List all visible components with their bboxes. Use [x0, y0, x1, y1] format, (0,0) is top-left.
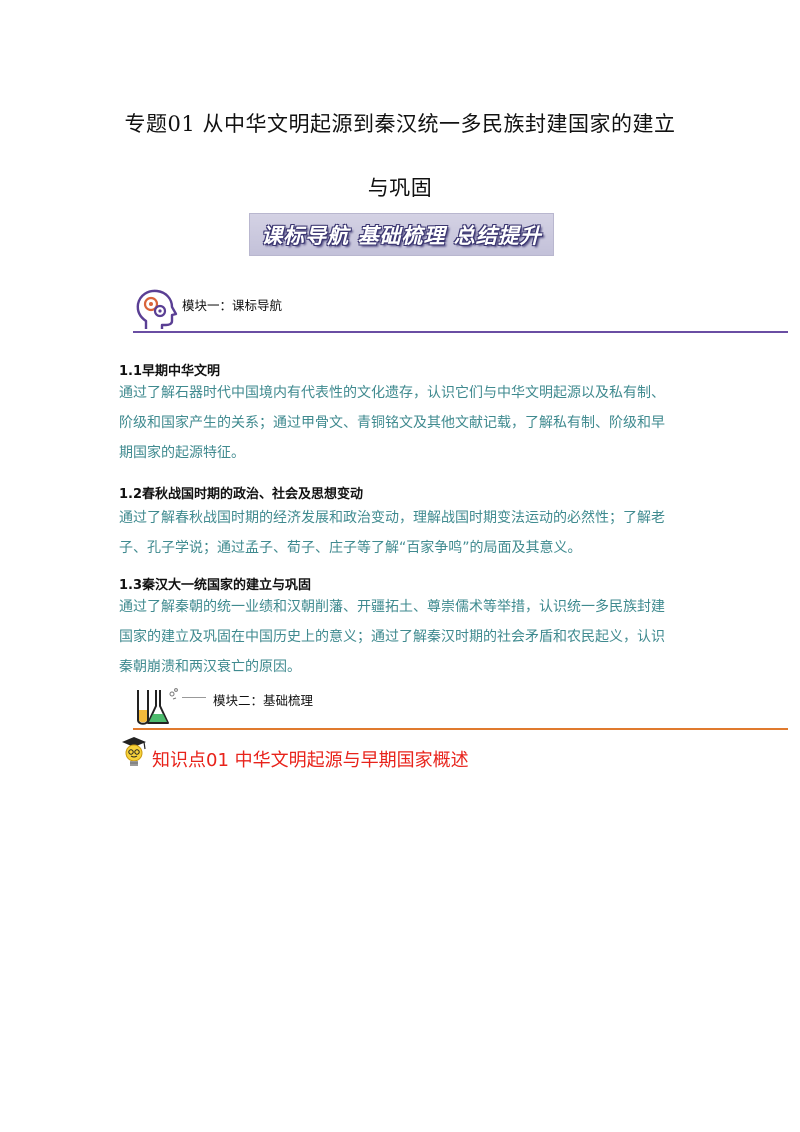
paragraph-line: 阶级和国家产生的关系；通过甲骨文、青铜铭文及其他文献记载，了解私有制、阶级和早: [119, 415, 665, 431]
navigation-banner: 课标导航 基础梳理 总结提升: [249, 213, 554, 256]
paragraph-line: 子、孔子学说；通过孟子、荀子、庄子等了解“百家争鸣”的局面及其意义。: [119, 540, 582, 556]
section-heading-1-2: 1.2春秋战国时期的政治、社会及思想变动: [119, 487, 364, 502]
module-2-leader: [182, 697, 206, 698]
lightbulb-scholar-icon: [122, 737, 146, 766]
head-gears-icon: [136, 289, 178, 329]
section-heading-1-3: 1.3秦汉大一统国家的建立与巩固: [119, 578, 312, 593]
paragraph-line: 通过了解秦朝的统一业绩和汉朝削藩、开疆拓土、尊崇儒术等举措，认识统一多民族封建: [119, 599, 665, 615]
section-paragraph-1-3: 通过了解秦朝的统一业绩和汉朝削藩、开疆拓土、尊崇儒术等举措，认识统一多民族封建 …: [119, 592, 699, 682]
paragraph-line: 通过了解春秋战国时期的经济发展和政治变动，理解战国时期变法运动的必然性；了解老: [119, 510, 665, 526]
knowledge-point-title: 知识点01 中华文明起源与早期国家概述: [152, 750, 469, 771]
paragraph-line: 国家的建立及巩固在中国历史上的意义；通过了解秦汉时期的社会矛盾和农民起义，认识: [119, 629, 665, 645]
module-2-divider: [133, 728, 788, 730]
page-title-line-2: 与巩固: [367, 176, 433, 200]
paragraph-line: 通过了解石器时代中国境内有代表性的文化遗存，认识它们与中华文明起源以及私有制、: [119, 385, 665, 401]
flasks-icon: [137, 688, 178, 725]
paragraph-line: 期国家的起源特征。: [119, 445, 245, 461]
page-title-line-1: 专题01 从中华文明起源到秦汉统一多民族封建国家的建立: [124, 112, 676, 136]
module-1-title: 模块一：课标导航: [182, 298, 283, 313]
section-paragraph-1-2: 通过了解春秋战国时期的经济发展和政治变动，理解战国时期变法运动的必然性；了解老 …: [119, 503, 699, 563]
section-heading-1-1: 1.1早期中华文明: [119, 364, 221, 379]
section-paragraph-1-1: 通过了解石器时代中国境内有代表性的文化遗存，认识它们与中华文明起源以及私有制、 …: [119, 378, 699, 468]
paragraph-line: 秦朝崩溃和两汉衰亡的原因。: [119, 659, 301, 675]
module-2-title: 模块二：基础梳理: [213, 693, 314, 708]
module-1-divider: [133, 331, 788, 333]
